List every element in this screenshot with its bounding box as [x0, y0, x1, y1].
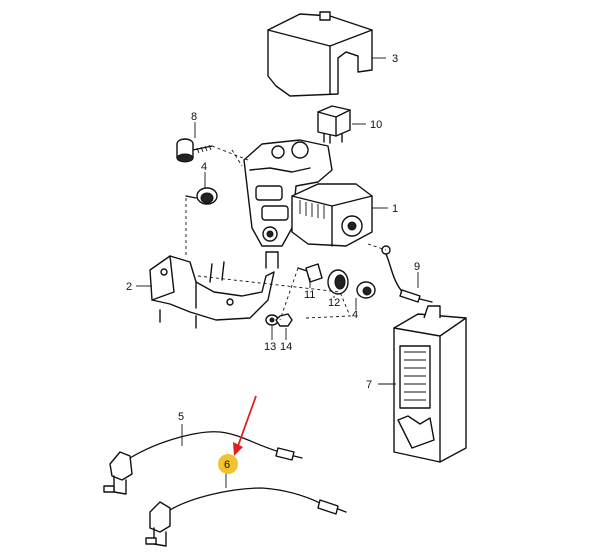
- callout-3: 3: [392, 53, 398, 65]
- assembly-guide-lines: [185, 145, 387, 321]
- part-11-stud: [297, 263, 323, 283]
- callout-4-lower: 4: [352, 309, 358, 321]
- callout-6-highlight: 6: [218, 454, 238, 474]
- callout-14: 14: [280, 341, 292, 353]
- part-6-speed-sensor-cable: [145, 487, 347, 547]
- callout-6: 6: [224, 459, 230, 471]
- callout-labels: 3 10 8 4 1 2 11 12 4 9 13 14 7 5: [126, 53, 420, 423]
- part-10-relay: [317, 105, 351, 144]
- callout-5: 5: [178, 411, 184, 423]
- part-14-nut: [275, 313, 293, 327]
- part-5-speed-sensor-cable: [103, 431, 303, 495]
- part-12-mount: [327, 269, 349, 295]
- highlight-badge: [218, 454, 238, 474]
- part-4-grommet-lower: [356, 281, 376, 299]
- callout-10: 10: [370, 119, 382, 131]
- callout-9: 9: [414, 261, 420, 273]
- part-9-ground-wire: [381, 245, 433, 303]
- callout-1: 1: [392, 203, 398, 215]
- red-indicator-arrow: [233, 395, 257, 456]
- part-1-hydraulic-unit: [243, 139, 373, 247]
- callout-11: 11: [304, 289, 315, 301]
- leader-lines: [136, 57, 419, 488]
- callout-8: 8: [191, 111, 197, 123]
- part-7-control-unit: [393, 305, 467, 463]
- callout-4-upper: 4: [201, 161, 207, 173]
- callout-12: 12: [328, 297, 340, 309]
- part-2-bracket: [149, 251, 279, 329]
- callout-13: 13: [264, 341, 276, 353]
- part-8-sensor: [176, 138, 213, 163]
- callout-7: 7: [366, 379, 372, 391]
- part-3-cover: [267, 11, 373, 97]
- callout-2: 2: [126, 281, 132, 293]
- part-4-grommet-upper: [185, 187, 218, 205]
